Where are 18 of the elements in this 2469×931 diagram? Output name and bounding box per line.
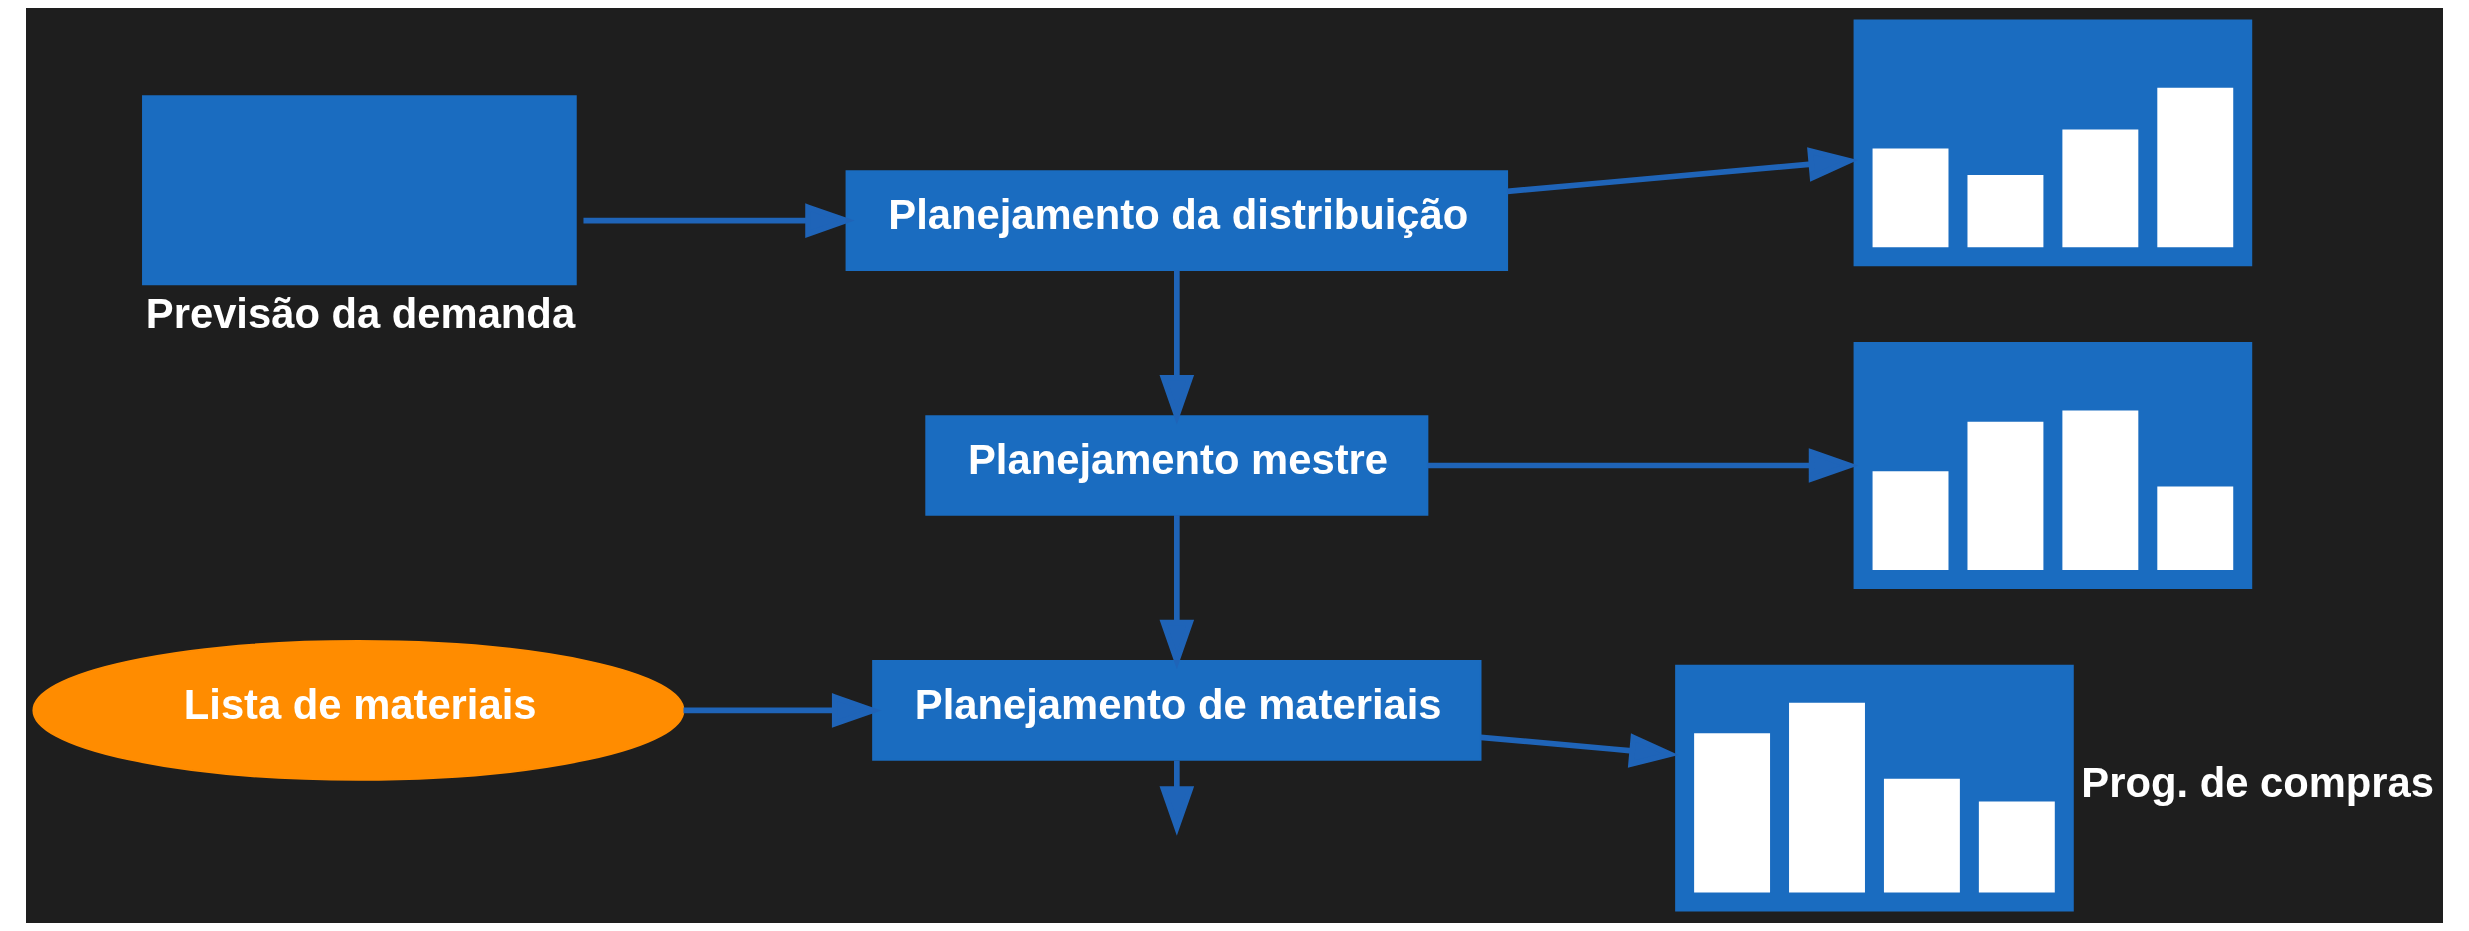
arrow bbox=[1159, 270, 1195, 425]
picture bbox=[1675, 664, 2074, 912]
arrow bbox=[583, 203, 855, 238]
picture bbox=[1853, 342, 2253, 589]
node-box: Planejamento de materiais bbox=[872, 660, 1482, 761]
picture bbox=[1853, 19, 2253, 267]
node-label: Prog. de compras bbox=[2081, 758, 2435, 806]
node-box: Planejamento mestre bbox=[925, 415, 1429, 516]
arrow bbox=[1427, 448, 1859, 483]
arrow bbox=[1507, 147, 1858, 195]
arrow bbox=[1159, 515, 1195, 670]
node-ellipse: Lista de materiais bbox=[32, 640, 685, 781]
arrow bbox=[683, 693, 882, 728]
node-label: Previsão da demanda bbox=[145, 290, 576, 338]
node-box: Planejamento da distribuição bbox=[845, 170, 1509, 271]
node-box bbox=[142, 95, 577, 286]
arrow bbox=[1480, 733, 1679, 768]
arrow bbox=[1159, 760, 1195, 836]
